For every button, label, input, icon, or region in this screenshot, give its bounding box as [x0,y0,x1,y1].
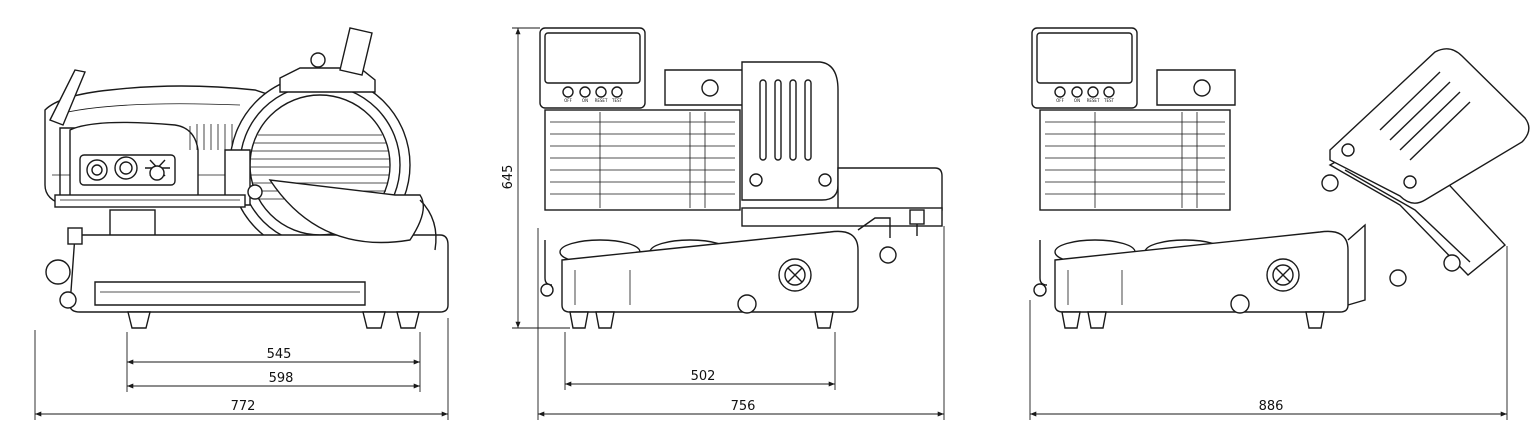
tilted-btn-on-label: ON [1074,98,1080,103]
tilted-btn-off-label: OFF [1056,98,1064,103]
btn-test-label: TEST [611,98,623,103]
btn-reset-label: RESET [595,98,608,103]
side-view: OFF ON RESET TEST [501,27,945,420]
dim-756-label: 756 [731,399,756,414]
side-view-tilted: OFF ON RESET TEST [1029,27,1530,420]
dim-598-label: 598 [269,371,294,386]
btn-on-label: ON [582,98,588,103]
dim-502-label: 502 [691,369,716,384]
front-view: 545 598 772 [34,27,449,420]
side-dimension-lines [512,27,945,420]
front-dimension-lines [34,318,449,420]
dim-772-label: 772 [231,399,256,414]
tilted-btn-test-label: TEST [1103,98,1115,103]
tilted-btn-reset-label: RESET [1087,98,1100,103]
dim-645-label: 645 [501,165,516,190]
dim-886-label: 886 [1259,399,1284,414]
dim-545-label: 545 [267,347,292,362]
tilted-dimension-lines [1029,246,1508,420]
btn-off-label: OFF [564,98,572,103]
